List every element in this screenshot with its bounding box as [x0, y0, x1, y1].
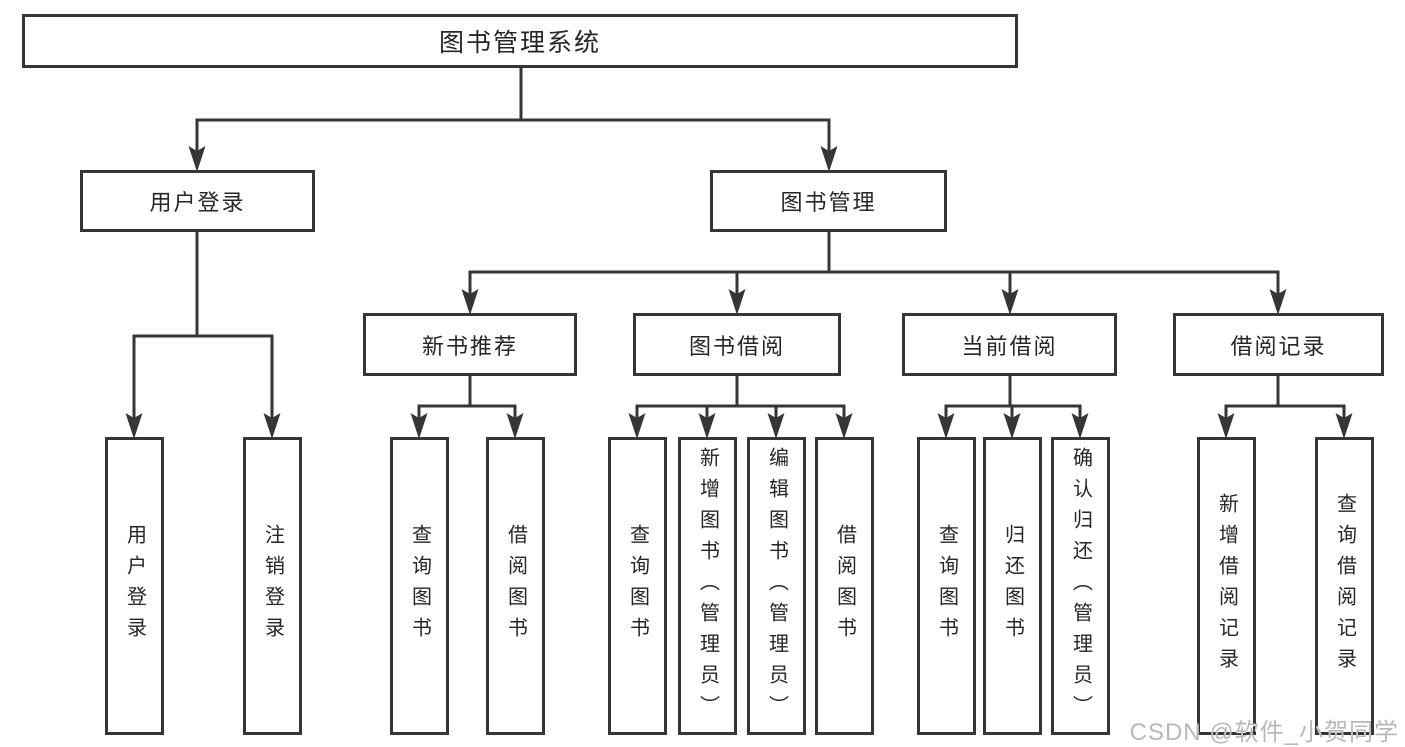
leaf-borrow-books-borrow-label: 借阅图书: [833, 524, 856, 648]
node-book-borrow-label: 图书借阅: [688, 333, 785, 359]
leaf-query-books-current: 查询图书: [917, 437, 976, 735]
leaf-borrow-books-recommend: 借阅图书: [486, 437, 545, 735]
node-current-borrow: 当前借阅: [902, 313, 1117, 376]
node-root-label: 图书管理系统: [438, 29, 601, 57]
leaf-query-books-borrow-label: 查询图书: [626, 524, 649, 648]
node-book-management-label: 图书管理: [780, 190, 877, 215]
leaf-query-borrow-record-label: 查询借阅记录: [1333, 493, 1356, 679]
leaf-confirm-return-admin: 确认归还（管理员）: [1051, 437, 1110, 735]
node-user-login-label: 用户登录: [149, 190, 246, 215]
leaf-borrow-books-recommend-label: 借阅图书: [504, 524, 527, 648]
leaf-return-books-label: 归还图书: [1001, 524, 1024, 648]
leaf-logout-label: 注销登录: [261, 524, 284, 648]
leaf-edit-book-admin: 编辑图书（管理员）: [747, 437, 806, 735]
leaf-query-books-borrow: 查询图书: [608, 437, 667, 735]
node-user-login: 用户登录: [80, 170, 315, 232]
leaf-query-books-current-label: 查询图书: [935, 524, 958, 648]
node-book-management: 图书管理: [710, 170, 947, 232]
leaf-add-borrow-record-label: 新增借阅记录: [1215, 493, 1238, 679]
leaf-logout: 注销登录: [243, 437, 302, 735]
leaf-borrow-books-borrow: 借阅图书: [815, 437, 874, 735]
leaf-add-book-admin: 新增图书（管理员）: [678, 437, 737, 735]
leaf-query-books-recommend-label: 查询图书: [408, 524, 431, 648]
node-book-borrow: 图书借阅: [633, 313, 841, 376]
node-new-book-recommend: 新书推荐: [363, 313, 577, 376]
node-current-borrow-label: 当前借阅: [961, 333, 1058, 359]
node-new-book-recommend-label: 新书推荐: [421, 333, 518, 359]
leaf-add-borrow-record: 新增借阅记录: [1197, 437, 1256, 735]
leaf-edit-book-admin-label: 编辑图书（管理员）: [765, 446, 788, 726]
leaf-confirm-return-admin-label: 确认归还（管理员）: [1069, 446, 1092, 726]
leaf-add-book-admin-label: 新增图书（管理员）: [696, 446, 719, 726]
leaf-query-books-recommend: 查询图书: [390, 437, 449, 735]
csdn-watermark: CSDN @软件_小贺同学: [1129, 719, 1399, 746]
node-root-system: 图书管理系统: [22, 14, 1018, 68]
leaf-user-login-label: 用户登录: [123, 524, 146, 648]
leaf-return-books: 归还图书: [983, 437, 1042, 735]
node-borrow-records-label: 借阅记录: [1230, 333, 1327, 359]
leaf-user-login: 用户登录: [105, 437, 164, 735]
leaf-query-borrow-record: 查询借阅记录: [1315, 437, 1374, 735]
node-borrow-records: 借阅记录: [1173, 313, 1384, 376]
